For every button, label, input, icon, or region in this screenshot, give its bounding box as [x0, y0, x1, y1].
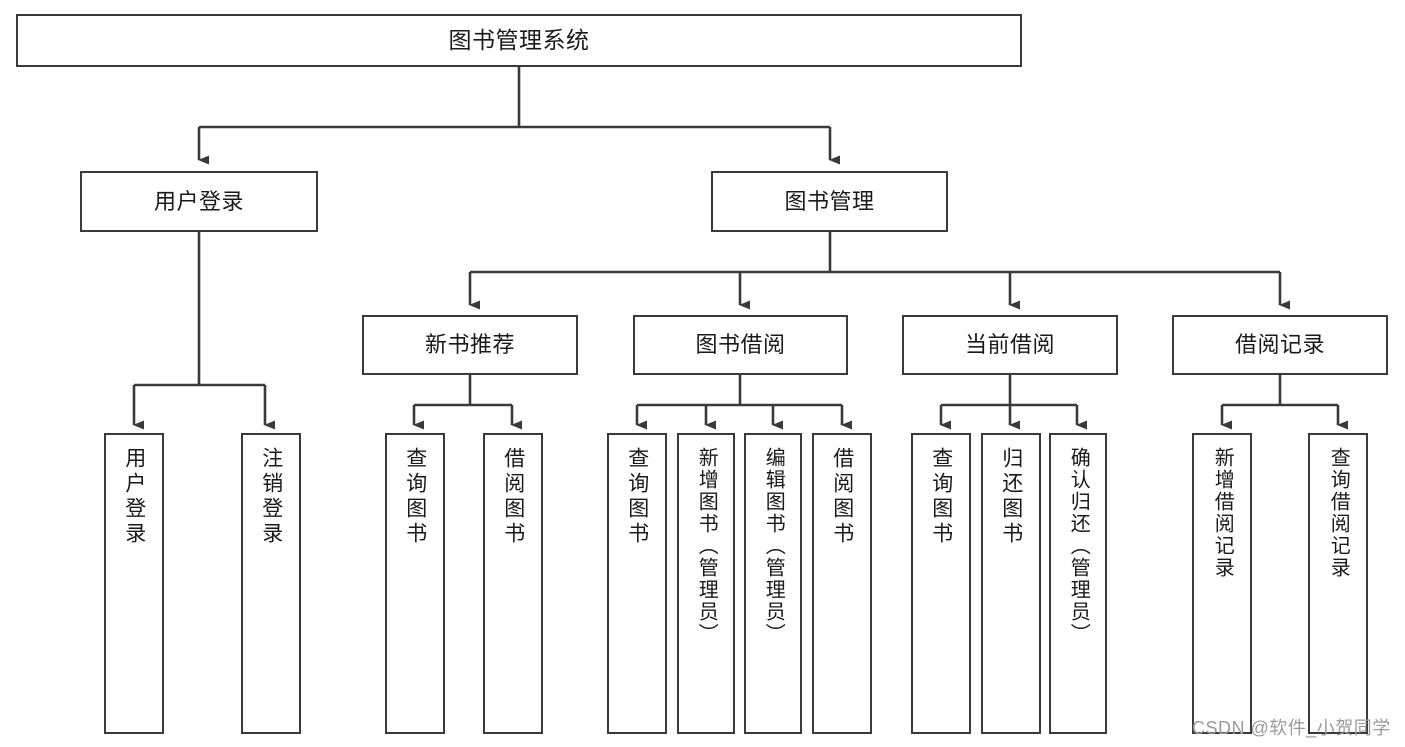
- leaf-query-book-borrow[interactable]: 查询图书: [607, 433, 667, 734]
- leaf-add-book-admin[interactable]: 新增图书（管理员）: [677, 433, 735, 734]
- watermark-text: CSDN @软件_小贺同学: [1192, 718, 1391, 738]
- node-label: 编辑图书（管理员）: [762, 447, 785, 645]
- node-label: 确认归还（管理员）: [1067, 447, 1090, 645]
- node-label: 注销登录: [259, 447, 283, 547]
- node-label: 查询图书: [929, 447, 953, 547]
- node-label: 新书推荐: [424, 332, 515, 358]
- node-user-login[interactable]: 用户登录: [80, 171, 318, 232]
- leaf-query-book-recommend[interactable]: 查询图书: [385, 433, 445, 734]
- node-label: 当前借阅: [964, 332, 1055, 358]
- node-label: 查询借阅记录: [1327, 447, 1350, 579]
- leaf-return-book[interactable]: 归还图书: [981, 433, 1041, 734]
- node-label: 归还图书: [999, 447, 1023, 547]
- leaf-borrow-book-recommend[interactable]: 借阅图书: [483, 433, 543, 734]
- leaf-user-login[interactable]: 用户登录: [104, 433, 164, 734]
- leaf-query-book-current[interactable]: 查询图书: [911, 433, 971, 734]
- leaf-borrow-book[interactable]: 借阅图书: [812, 433, 872, 734]
- leaf-confirm-return-admin[interactable]: 确认归还（管理员）: [1049, 433, 1107, 734]
- node-borrow-record[interactable]: 借阅记录: [1172, 315, 1388, 375]
- node-label: 用户登录: [122, 447, 146, 547]
- node-label: 图书借阅: [695, 332, 786, 358]
- leaf-query-borrow-record[interactable]: 查询借阅记录: [1308, 433, 1368, 734]
- node-book-borrow[interactable]: 图书借阅: [633, 315, 848, 375]
- node-label: 查询图书: [625, 447, 649, 547]
- node-book-management[interactable]: 图书管理: [711, 171, 948, 232]
- node-label: 新增图书（管理员）: [695, 447, 718, 645]
- node-label: 图书管理: [784, 188, 875, 214]
- leaf-edit-book-admin[interactable]: 编辑图书（管理员）: [744, 433, 802, 734]
- node-label: 借阅图书: [830, 447, 854, 547]
- node-new-book-recommend[interactable]: 新书推荐: [362, 315, 578, 375]
- node-current-borrow[interactable]: 当前借阅: [902, 315, 1118, 375]
- node-label: 查询图书: [403, 447, 427, 547]
- node-label: 用户登录: [153, 188, 244, 214]
- node-root-book-management-system[interactable]: 图书管理系统: [16, 14, 1022, 67]
- node-label: 图书管理系统: [448, 26, 590, 53]
- leaf-add-borrow-record[interactable]: 新增借阅记录: [1192, 433, 1252, 734]
- leaf-logout[interactable]: 注销登录: [241, 433, 301, 734]
- node-label: 新增借阅记录: [1211, 447, 1234, 579]
- node-label: 借阅记录: [1234, 332, 1325, 358]
- node-label: 借阅图书: [501, 447, 525, 547]
